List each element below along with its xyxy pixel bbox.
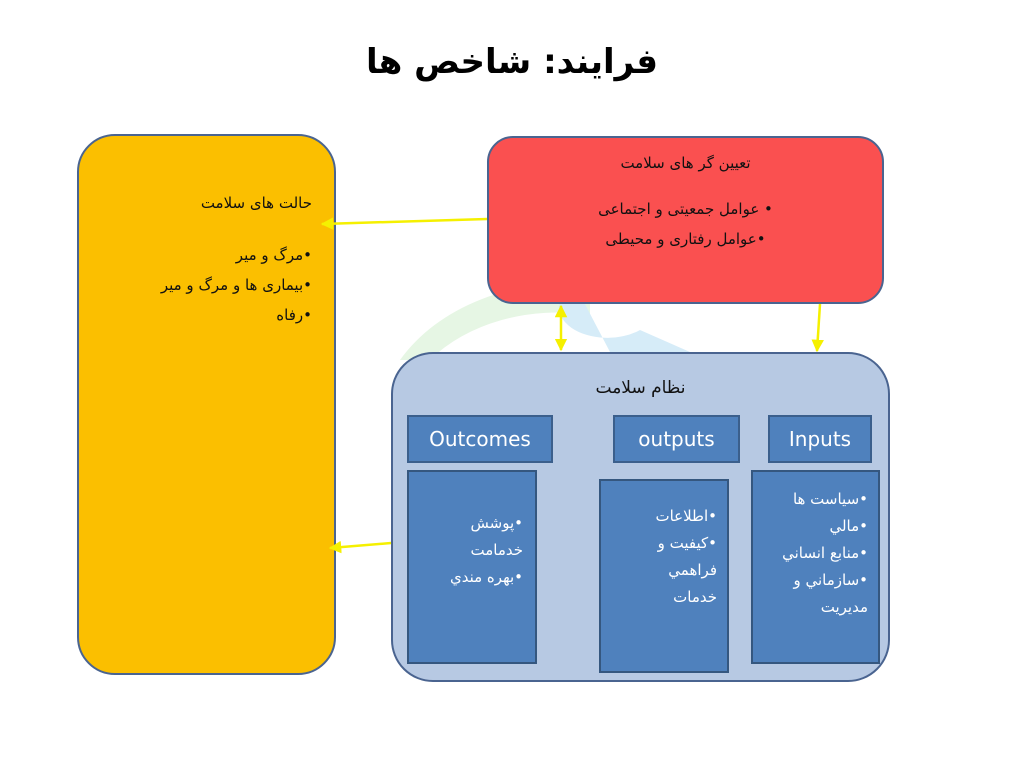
inputs-content: •سیاست ها •مالي •منابع انساني •سازماني و…: [751, 470, 880, 664]
health-states-box: حالت های سلامت •مرگ و میر •بیماری ها و م…: [77, 134, 336, 675]
list-item: خدمات: [673, 588, 717, 606]
list-item: خدمامت: [470, 541, 523, 559]
list-item: فراهمي: [668, 561, 717, 579]
list-item: •مالي: [829, 517, 868, 535]
health-determinants-box: تعیین گر های سلامت • عوامل جمعیتی و اجتم…: [487, 136, 884, 304]
health-states-list: •مرگ و میر •بیماری ها و مرگ و میر •رفاه: [89, 240, 312, 330]
arrow-determinants-to-states: [320, 217, 488, 230]
list-item: •مرگ و میر: [235, 246, 312, 264]
list-item: •سیاست ها: [792, 490, 868, 508]
list-item: مدیریت: [820, 598, 868, 616]
list-item: • عوامل جمعیتی و اجتماعی: [598, 200, 773, 218]
page-title: فرایند: شاخص ها: [365, 42, 659, 82]
list-item: •بهره مندي: [449, 568, 523, 586]
determinants-list: • عوامل جمعیتی و اجتماعی •عوامل رفتاری و…: [489, 194, 882, 254]
determinants-heading: تعیین گر های سلامت: [620, 154, 751, 172]
health-states-heading: حالت های سلامت: [200, 194, 312, 212]
list-item: •کیفیت و: [657, 534, 717, 552]
list-item: •پوشش: [470, 514, 523, 532]
outputs-content: •اطلاعات •کیفیت و فراهمي خدمات: [599, 479, 729, 673]
health-system-heading: نظام سلامت: [595, 378, 686, 398]
list-item: •سازماني و: [793, 571, 868, 589]
outcomes-content: •پوشش خدمامت •بهره مندي: [407, 470, 537, 664]
list-item: •رفاه: [276, 306, 312, 324]
arrow-determinants-to-system: [811, 303, 824, 353]
list-item: •اطلاعات: [655, 507, 717, 525]
arrow-system-to-states: [328, 540, 392, 554]
list-item: •منابع انساني: [782, 544, 868, 562]
outcomes-header: Outcomes: [407, 415, 553, 463]
list-item: •بیماری ها و مرگ و میر: [160, 276, 312, 294]
outputs-header: outputs: [613, 415, 740, 463]
inputs-header: Inputs: [768, 415, 872, 463]
list-item: •عوامل رفتاری و محیطی: [605, 230, 766, 248]
